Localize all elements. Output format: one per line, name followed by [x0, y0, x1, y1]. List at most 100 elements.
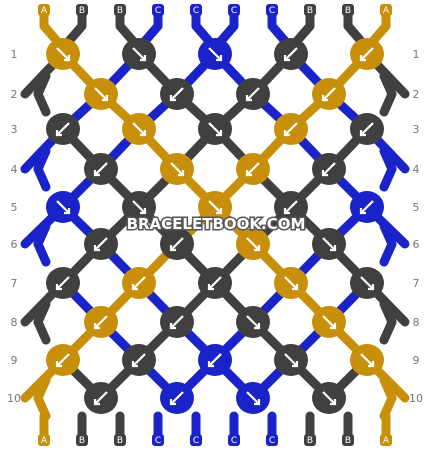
arrow-head-icon [254, 399, 261, 406]
arrow-icon [284, 122, 298, 136]
knot [46, 267, 80, 299]
arrow-head-icon [131, 361, 138, 368]
arrow-head-icon [64, 55, 71, 62]
arrow-head-icon [64, 208, 71, 215]
string-label-bottom: C [231, 436, 237, 446]
arrow-head-icon [283, 130, 290, 137]
arrow-icon [56, 200, 70, 214]
row-number-right: 9 [413, 354, 420, 367]
string-label-bottom-swatch [76, 434, 88, 446]
knot [84, 228, 118, 260]
arrow-head-icon [93, 245, 100, 252]
string-label-top-swatch [38, 4, 50, 16]
row-number-left: 4 [11, 163, 18, 176]
knot [122, 38, 156, 70]
arrow-icon [56, 122, 70, 136]
knot [312, 306, 346, 338]
knot [198, 267, 232, 299]
knot [312, 78, 346, 110]
string-label-top: C [269, 6, 275, 16]
arrow-icon [208, 47, 222, 61]
string-label-bottom-swatch [38, 434, 50, 446]
string-label-bottom: B [345, 436, 351, 446]
row-number-left: 2 [11, 88, 18, 101]
knots [46, 38, 384, 414]
strand-edge [379, 164, 397, 192]
arrow-icon [132, 200, 146, 214]
string-label-bottom-swatch [380, 434, 392, 446]
row-number-left: 8 [11, 316, 18, 329]
knot [160, 78, 194, 110]
arrow-head-icon [207, 361, 214, 368]
arrow-head-icon [140, 55, 147, 62]
arrow-icon [170, 391, 184, 405]
arrow-icon [208, 200, 222, 214]
row-number-right: 2 [413, 88, 420, 101]
arrow-icon [94, 87, 108, 101]
knot [236, 78, 270, 110]
row-number-right: 5 [413, 201, 420, 214]
knot [46, 113, 80, 145]
arrow-icon [360, 122, 374, 136]
knot [236, 306, 270, 338]
arrow-head-icon [140, 130, 147, 137]
arrow-icon [94, 391, 108, 405]
knot [236, 228, 270, 260]
arrow-head-icon [207, 284, 214, 291]
row-number-right: 3 [413, 123, 420, 136]
knot [122, 113, 156, 145]
knot [160, 382, 194, 414]
string-label-top: B [345, 6, 351, 16]
string-label-bottom: B [307, 436, 313, 446]
arrow-head-icon [254, 245, 261, 252]
arrow-head-icon [245, 170, 252, 177]
knot [350, 38, 384, 70]
arrow-head-icon [330, 323, 337, 330]
string-label-bottom: B [79, 436, 85, 446]
arrow-head-icon [245, 95, 252, 102]
string-label-bottom-swatch [190, 434, 202, 446]
row-number-left: 10 [7, 392, 21, 405]
arrow-icon [246, 315, 260, 329]
arrow-icon [360, 276, 374, 290]
string-label-top-swatch [380, 4, 392, 16]
arrow-head-icon [131, 284, 138, 291]
arrow-head-icon [216, 130, 223, 137]
string-label-top-swatch [228, 4, 240, 16]
arrow-icon [132, 122, 146, 136]
arrow-icon [284, 47, 298, 61]
string-label-bottom-swatch [304, 434, 316, 446]
knot [350, 191, 384, 223]
arrow-head-icon [330, 245, 337, 252]
string-label-top: C [155, 6, 161, 16]
knot [274, 38, 308, 70]
strand-edge [33, 317, 51, 345]
knot [274, 267, 308, 299]
arrow-head-icon [169, 323, 176, 330]
string-label-bottom: B [117, 436, 123, 446]
arrow-icon [132, 47, 146, 61]
string-label-top-swatch [304, 4, 316, 16]
arrow-icon [208, 122, 222, 136]
knot [350, 344, 384, 376]
arrow-head-icon [55, 284, 62, 291]
string-label-bottom: A [383, 436, 390, 446]
arrow-head-icon [368, 284, 375, 291]
string-label-bottom-swatch [152, 434, 164, 446]
string-label-top-swatch [152, 4, 164, 16]
row-number-right: 7 [413, 277, 420, 290]
arrow-head-icon [140, 208, 147, 215]
string-label-bottom-swatch [228, 434, 240, 446]
row-number-right: 8 [413, 316, 420, 329]
string-label-top: C [231, 6, 237, 16]
knot [198, 38, 232, 70]
strand-edge [379, 317, 397, 345]
arrow-head-icon [216, 55, 223, 62]
row-number-right: 6 [413, 238, 420, 251]
arrow-icon [132, 353, 146, 367]
knot [84, 306, 118, 338]
arrow-icon [170, 315, 184, 329]
strand-edge [33, 239, 51, 267]
arrow-icon [56, 276, 70, 290]
